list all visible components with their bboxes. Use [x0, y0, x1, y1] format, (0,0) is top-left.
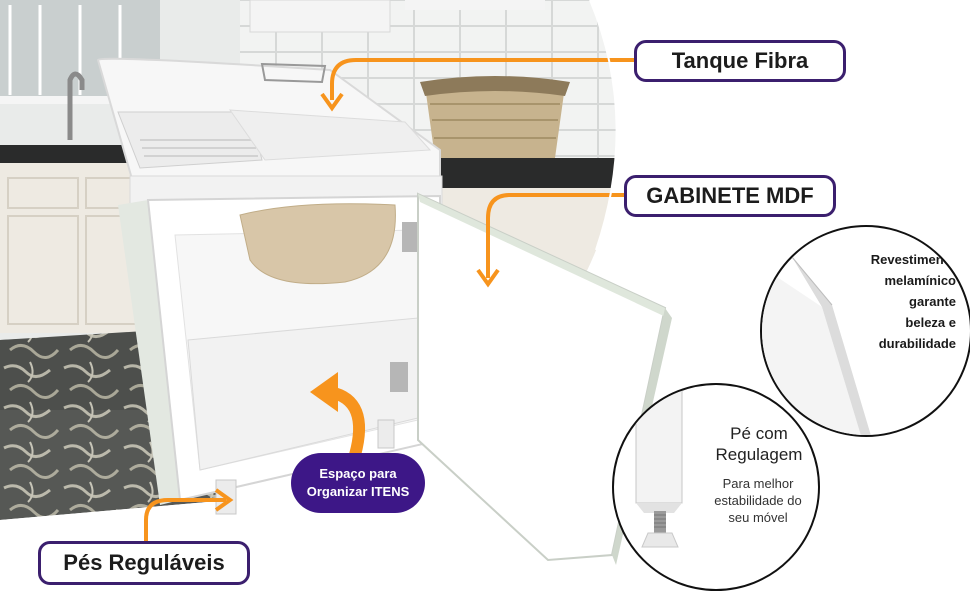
panel-corner-illustration: [762, 256, 871, 435]
revestimento-detail-circle: Revestimento melamínico garante beleza e…: [760, 225, 970, 437]
pes-regulaveis-text: Pés Reguláveis: [63, 550, 225, 575]
gabinete-mdf-text: GABINETE MDF: [646, 183, 814, 208]
espaco-organizar-badge: Espaço para Organizar ITENS: [291, 453, 425, 513]
espaco-line-1: Espaço para: [319, 466, 397, 481]
pe-regulagem-detail-circle: Pé com Regulagem Para melhor estabilidad…: [612, 383, 820, 591]
pe-sub-line-2: estabilidade do: [714, 493, 802, 508]
revest-line-5: durabilidade: [878, 336, 956, 351]
adjustable-foot-illustration: [635, 385, 683, 548]
tanque-fibra-label: Tanque Fibra: [634, 40, 846, 82]
tanque-fibra-text: Tanque Fibra: [671, 48, 809, 73]
revest-line-4: beleza e: [905, 315, 956, 330]
revest-line-3: garante: [909, 294, 956, 309]
revest-line-1: Revestimento: [870, 252, 956, 267]
pe-subtitle: Para melhor estabilidade do seu móvel: [700, 475, 816, 526]
revestimento-text: Revestimento melamínico garante beleza e…: [826, 249, 956, 354]
espaco-line-2: Organizar ITENS: [306, 484, 410, 499]
gabinete-mdf-label: GABINETE MDF: [624, 175, 836, 217]
pe-sub-line-3: seu móvel: [728, 510, 788, 525]
pe-title-line-1: Pé com: [730, 424, 788, 443]
pes-regulaveis-label: Pés Reguláveis: [38, 541, 250, 585]
pe-title: Pé com Regulagem: [704, 423, 814, 465]
revest-line-2: melamínico: [884, 273, 956, 288]
pe-title-line-2: Regulagem: [715, 445, 803, 464]
pe-sub-line-1: Para melhor: [722, 476, 794, 491]
